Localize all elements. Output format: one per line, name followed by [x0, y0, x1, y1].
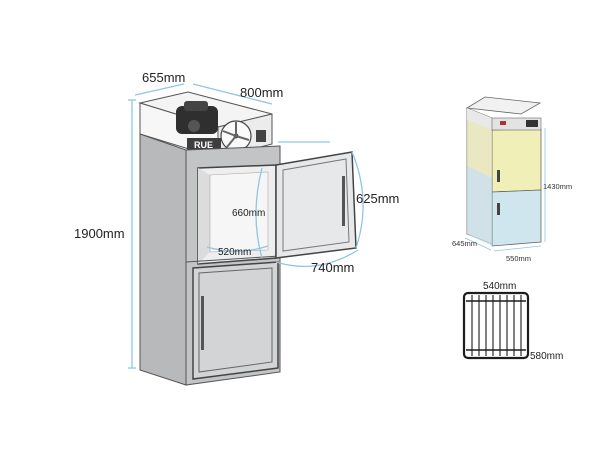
lower-door-handle	[201, 296, 204, 350]
small-lower-door	[491, 189, 542, 247]
depth-label: 655mm	[142, 70, 185, 85]
door-height-label: 625mm	[356, 191, 399, 206]
condenser-fan	[220, 120, 252, 152]
compressor	[176, 101, 218, 134]
badge-text: RUE	[194, 140, 213, 150]
door-swing-label: 740mm	[311, 260, 354, 275]
main-cabinet: RUE	[138, 91, 357, 386]
cabinet-side	[139, 133, 187, 386]
interior-width-label: 520mm	[218, 247, 251, 258]
shelf-width-label: 540mm	[483, 281, 516, 292]
lower-door	[192, 261, 279, 380]
shelf-depth-label: 580mm	[530, 351, 563, 362]
wire-shelf	[462, 291, 530, 360]
small-upper-door	[491, 128, 542, 193]
width-label: 800mm	[240, 85, 283, 100]
upper-door-handle	[342, 176, 345, 226]
control-panel	[187, 138, 221, 151]
small-top	[465, 96, 542, 115]
interior-height-label: 660mm	[232, 208, 265, 219]
dimension-lines	[128, 83, 364, 369]
small-width-label: 550mm	[506, 254, 531, 263]
height-label: 1900mm	[74, 226, 125, 241]
small-refrigerator	[464, 96, 546, 252]
small-depth-label: 645mm	[452, 239, 477, 248]
small-height-label: 1430mm	[543, 182, 572, 191]
